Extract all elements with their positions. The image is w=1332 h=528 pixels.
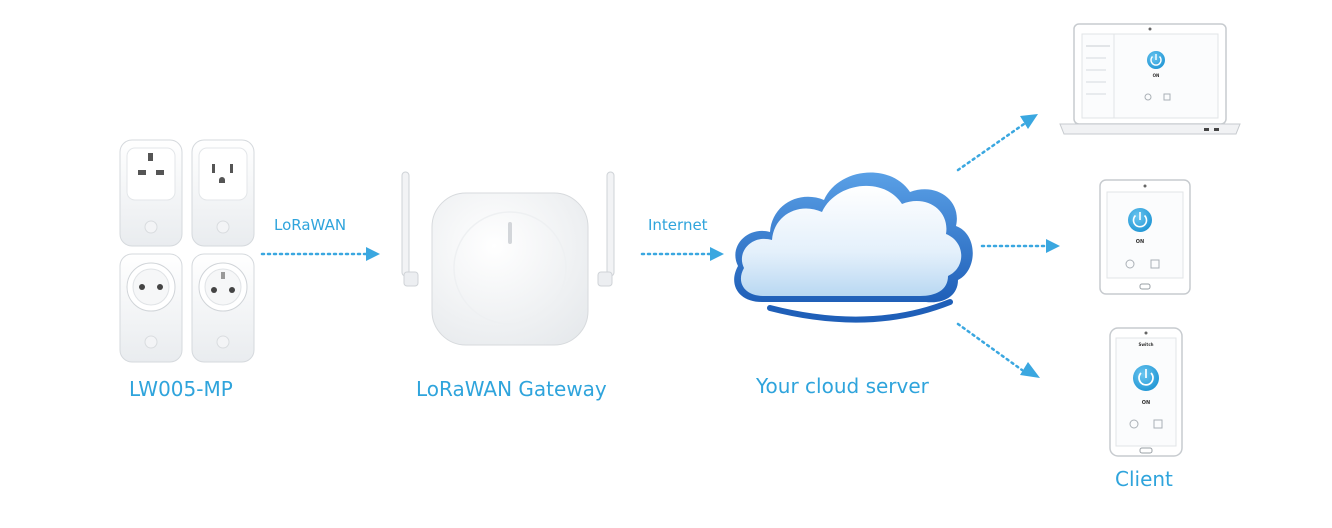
phone-header-text: Switch xyxy=(1138,342,1153,347)
arrow-lorawan xyxy=(260,247,380,261)
gateway-antenna-right xyxy=(597,171,615,287)
smart-plug-uk xyxy=(119,139,183,247)
smart-plug-eu-schuko xyxy=(119,253,183,363)
smart-plug-us xyxy=(191,139,255,247)
arrow-to-laptop xyxy=(956,114,1038,172)
smart-plug-group xyxy=(119,139,255,363)
link-label-lorawan: LoRaWAN xyxy=(274,216,347,234)
laptop-status-text: ON xyxy=(1153,73,1160,78)
arrow-internet xyxy=(640,247,724,261)
phone-status-text: ON xyxy=(1142,400,1150,406)
lorawan-gateway xyxy=(401,171,615,346)
arrow-to-phone xyxy=(956,322,1040,378)
laptop-client xyxy=(1059,23,1241,135)
smart-plug-eu-french xyxy=(191,253,255,363)
tablet-status-text: ON xyxy=(1136,239,1144,245)
tablet-client xyxy=(1099,179,1191,295)
gateway-antenna-left xyxy=(401,171,419,287)
client-label: Client xyxy=(1115,467,1173,491)
gateway-label: LoRaWAN Gateway xyxy=(416,377,607,401)
phone-client xyxy=(1109,327,1183,457)
cloud-label: Your cloud server xyxy=(756,374,929,398)
arrow-to-tablet xyxy=(980,239,1060,253)
cloud-server-icon xyxy=(734,172,973,323)
device-label: LW005-MP xyxy=(129,377,233,401)
link-label-internet: Internet xyxy=(648,216,708,234)
